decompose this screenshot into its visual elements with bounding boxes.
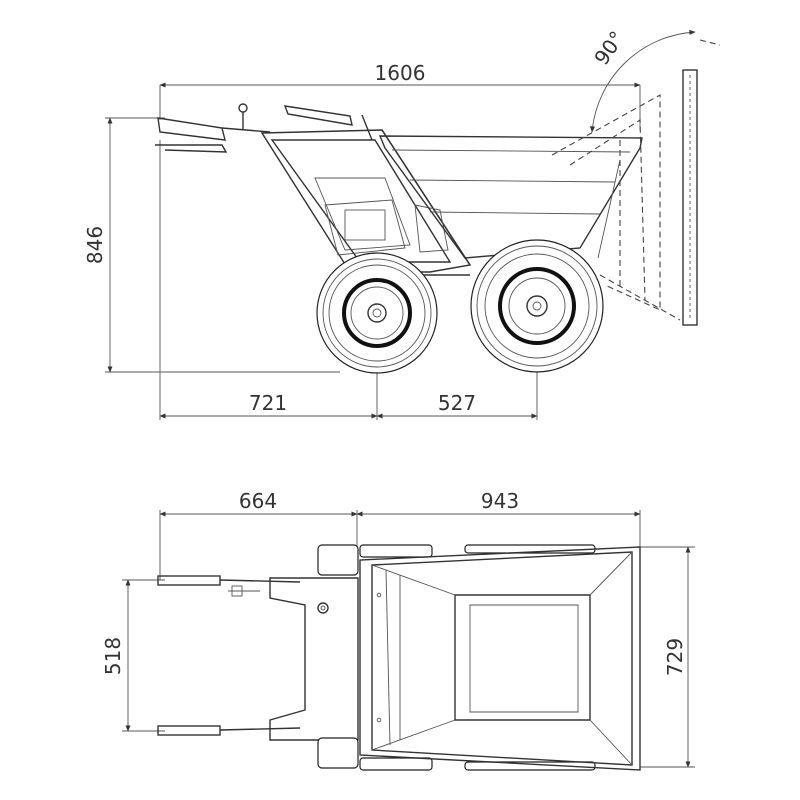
wheelbase-label: 527	[438, 391, 476, 415]
height-label: 846	[83, 226, 107, 264]
top-wheels	[317, 544, 596, 771]
dimension-height: 846	[83, 117, 340, 373]
dimension-top-lengths: 664 943	[159, 489, 641, 580]
overall-width-label: 729	[663, 638, 687, 676]
operator-handles	[155, 103, 353, 153]
skip-length-label: 943	[481, 489, 519, 513]
top-frame	[269, 577, 359, 741]
top-view: 664 943 518 729	[101, 489, 695, 771]
handle-section-length-label: 664	[239, 489, 277, 513]
front-wheel	[316, 252, 438, 374]
dump-skip	[378, 135, 643, 259]
dimension-overall-length: 1606	[159, 61, 641, 130]
dimension-handle-width: 518	[101, 579, 165, 732]
handle-width-label: 518	[101, 637, 125, 675]
tilt-angle-label: 90°	[589, 27, 629, 70]
tilt-angle-indicator: 90°	[589, 27, 721, 133]
tilted-skip-outline	[551, 69, 698, 326]
side-view: 1606 846 721 527 90°	[83, 27, 721, 420]
engine	[324, 199, 449, 256]
overall-length-label: 1606	[375, 61, 426, 85]
chassis-frame	[260, 114, 472, 273]
dimension-wheel-positions: 721 527	[159, 140, 538, 420]
top-handles	[157, 575, 301, 736]
rear-wheel	[470, 239, 604, 373]
top-skip	[359, 546, 641, 771]
front-overhang-label: 721	[249, 391, 287, 415]
dimension-overall-width: 729	[640, 546, 695, 768]
